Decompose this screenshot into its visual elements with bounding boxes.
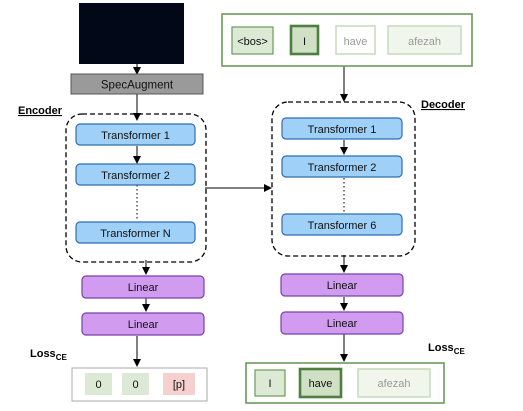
decoder-input-token-bos bbox=[231, 26, 274, 55]
audio-waveform-icon bbox=[79, 3, 184, 64]
decoder-input-token-i-label: I bbox=[303, 36, 306, 48]
decoder-output-token-have bbox=[298, 367, 343, 399]
decoder-input-box: <bos> I have afezah bbox=[221, 13, 473, 67]
decoder-linear-2-label: Linear bbox=[327, 318, 358, 330]
spec-augment-block: SpecAugment bbox=[70, 73, 204, 95]
encoder-output-token-1-label: 0 bbox=[95, 379, 101, 391]
decoder-transformer-2: Transformer 2 bbox=[281, 155, 403, 178]
encoder-transformer-n: Transformer N bbox=[75, 221, 196, 244]
loss-right-label: LossCE bbox=[428, 342, 465, 356]
decoder-group bbox=[271, 101, 416, 257]
decoder-linear-2: Linear bbox=[280, 311, 404, 335]
decoder-transformer-1-label: Transformer 1 bbox=[308, 124, 377, 136]
decoder-output-token-i-label: I bbox=[268, 378, 271, 390]
decoder-output-token-afezah-label: afezah bbox=[377, 378, 410, 390]
decoder-input-token-have bbox=[335, 25, 376, 55]
decoder-linear-1-label: Linear bbox=[327, 280, 358, 292]
encoder-transformer-1: Transformer 1 bbox=[75, 123, 196, 146]
encoder-transformer-1-label: Transformer 1 bbox=[101, 130, 170, 142]
spec-augment-label: SpecAugment bbox=[101, 80, 174, 92]
decoder-input-token-afezah bbox=[387, 25, 462, 55]
encoder-title: Encoder bbox=[18, 105, 63, 117]
decoder-input-token-i bbox=[289, 24, 320, 56]
encoder-group bbox=[65, 113, 207, 263]
decoder-output-token-afezah bbox=[357, 368, 431, 398]
encoder-output-token-2 bbox=[122, 373, 149, 395]
decoder-transformer-6: Transformer 6 bbox=[281, 213, 403, 236]
decoder-input-token-afezah-label: afezah bbox=[408, 36, 441, 48]
encoder-output-token-2-label: 0 bbox=[132, 379, 138, 391]
loss-left-label: LossCE bbox=[30, 348, 67, 362]
connector-arrows bbox=[133, 64, 348, 367]
encoder-linear-1-label: Linear bbox=[128, 282, 159, 294]
encoder-linear-1: Linear bbox=[81, 275, 205, 299]
encoder-linear-2: Linear bbox=[81, 312, 205, 336]
decoder-title: Decoder bbox=[421, 99, 466, 111]
encoder-output-token-1 bbox=[85, 373, 112, 395]
decoder-output-box: I have afezah bbox=[245, 362, 445, 404]
decoder-output-token-have-label: have bbox=[309, 378, 333, 390]
encoder-transformer-2: Transformer 2 bbox=[75, 163, 196, 186]
encoder-transformer-2-label: Transformer 2 bbox=[101, 170, 170, 182]
decoder-transformer-2-label: Transformer 2 bbox=[308, 162, 377, 174]
decoder-linear-1: Linear bbox=[280, 273, 404, 297]
decoder-input-token-bos-label: <bos> bbox=[237, 36, 268, 48]
encoder-output-box: 0 0 [p] bbox=[71, 367, 208, 402]
decoder-input-token-have-label: have bbox=[344, 36, 368, 48]
decoder-transformer-6-label: Transformer 6 bbox=[308, 220, 377, 232]
encoder-transformer-n-label: Transformer N bbox=[100, 228, 171, 240]
encoder-linear-2-label: Linear bbox=[128, 319, 159, 331]
encoder-output-token-3 bbox=[163, 373, 195, 395]
decoder-transformer-1: Transformer 1 bbox=[281, 117, 403, 140]
encoder-output-token-3-label: [p] bbox=[173, 379, 185, 391]
decoder-output-token-i bbox=[254, 369, 286, 397]
